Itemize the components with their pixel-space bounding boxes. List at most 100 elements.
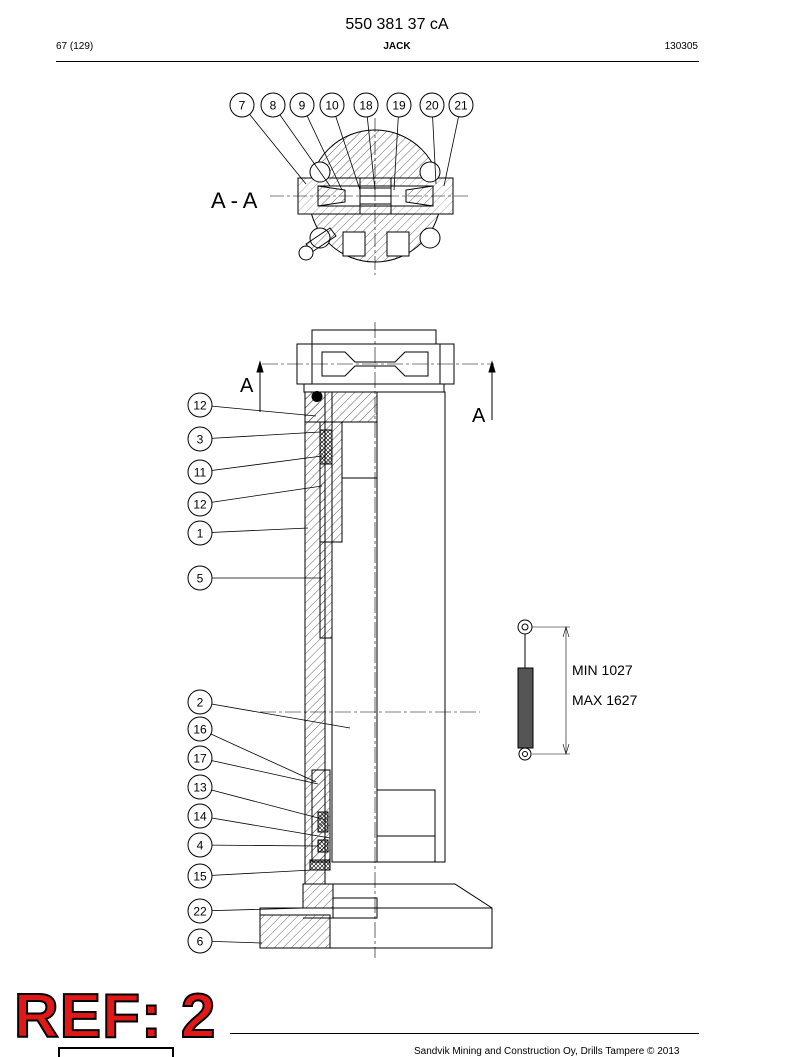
leader-line	[431, 104, 437, 185]
callout-circle	[187, 774, 213, 800]
callout-circle	[229, 92, 255, 118]
side-callout: 16	[187, 716, 317, 783]
callout-circle	[353, 92, 379, 118]
callout-circle	[187, 392, 213, 418]
callout-circle	[187, 928, 213, 954]
side-callout: 4	[187, 832, 319, 858]
callout-circle	[319, 92, 345, 118]
top-callout: 10	[319, 92, 361, 191]
top-callout: 18	[353, 92, 379, 191]
callout-number: 12	[193, 399, 207, 413]
callout-number: 6	[197, 935, 204, 949]
top-callout: 21	[443, 92, 474, 187]
top-callouts: 7 8 9 10 18 19 20 21	[229, 92, 474, 191]
callout-number: 17	[193, 752, 207, 766]
callout-circle	[187, 520, 213, 546]
side-callout: 13	[187, 774, 327, 821]
callout-number: 19	[392, 99, 406, 113]
leader-line	[301, 104, 343, 191]
callout-circle	[187, 803, 213, 829]
side-callout: 11	[187, 455, 323, 485]
callout-circle	[187, 491, 213, 517]
leader-line	[199, 869, 313, 877]
section-marker-right: A	[472, 405, 486, 427]
leader-line	[365, 104, 376, 191]
leader-line	[199, 907, 307, 912]
leader-line	[199, 757, 319, 785]
callout-circle	[187, 689, 213, 715]
page-number: 67 (129)	[56, 41, 94, 52]
callout-number: 8	[270, 99, 277, 113]
document-number: 550 381 37 cA	[345, 16, 449, 33]
callout-circle	[260, 92, 286, 118]
callout-circle	[187, 832, 213, 858]
callout-number: 10	[325, 99, 339, 113]
leader-line	[199, 431, 321, 440]
leader-line	[272, 104, 331, 187]
footer-text: Sandvik Mining and Construction Oy, Dril…	[414, 1046, 680, 1057]
side-callout: 3	[187, 426, 321, 452]
leader-line	[443, 104, 462, 187]
top-callout: 7	[229, 92, 307, 185]
top-callout: 8	[260, 92, 331, 187]
jack-elevation	[256, 322, 496, 958]
leader-line	[331, 104, 361, 191]
section-label: A - A	[211, 188, 258, 213]
callout-number: 20	[425, 99, 439, 113]
callout-number: 1	[197, 527, 204, 541]
side-callout: 6	[187, 928, 263, 954]
stroke-max-label: MAX 1627	[572, 692, 638, 708]
section-view	[270, 118, 470, 275]
leader-line	[241, 104, 307, 185]
callout-number: 15	[193, 870, 207, 884]
leader-line	[199, 844, 319, 847]
side-callout: 12	[187, 392, 317, 418]
callout-number: 2	[197, 696, 204, 710]
side-callout: 17	[187, 745, 319, 785]
callout-circle	[448, 92, 474, 118]
side-callout: 1	[187, 520, 309, 546]
cylinder-rod	[517, 667, 534, 749]
callout-circle	[289, 92, 315, 118]
leader-line	[199, 728, 317, 783]
callout-number: 5	[197, 572, 204, 586]
side-callout: 15	[187, 863, 313, 889]
callout-number: 14	[193, 810, 207, 824]
side-callout: 2	[187, 689, 351, 729]
page-title: JACK	[383, 41, 411, 52]
callout-circle	[187, 745, 213, 771]
revision-code: 130305	[664, 41, 698, 52]
side-callout: 14	[187, 803, 331, 839]
callout-number: 21	[454, 99, 468, 113]
callout-circle	[419, 92, 445, 118]
footer-rule	[230, 1033, 699, 1034]
callout-number: 3	[197, 433, 204, 447]
callout-number: 22	[193, 905, 207, 919]
callout-circle	[187, 459, 213, 485]
leader-line	[199, 786, 327, 821]
leader-line	[199, 455, 323, 473]
leader-line	[393, 104, 400, 191]
top-callout: 19	[386, 92, 412, 191]
side-callout: 12	[187, 485, 323, 517]
header-rule	[56, 61, 699, 62]
leader-line	[199, 527, 309, 534]
top-callout: 20	[419, 92, 445, 185]
callout-circle	[187, 863, 213, 889]
stroke-diagram	[517, 619, 570, 761]
callout-circle	[187, 898, 213, 924]
callout-circle	[187, 565, 213, 591]
leader-line	[199, 701, 351, 729]
callout-circle	[187, 716, 213, 742]
callout-circle	[386, 92, 412, 118]
leader-line	[199, 815, 331, 839]
callout-number: 9	[299, 99, 306, 113]
callout-number: 13	[193, 781, 207, 795]
callout-number: 7	[239, 99, 246, 113]
stroke-min-label: MIN 1027	[572, 662, 633, 678]
side-callout: 22	[187, 898, 307, 924]
callout-number: 12	[193, 498, 207, 512]
callout-number: 4	[197, 839, 204, 853]
